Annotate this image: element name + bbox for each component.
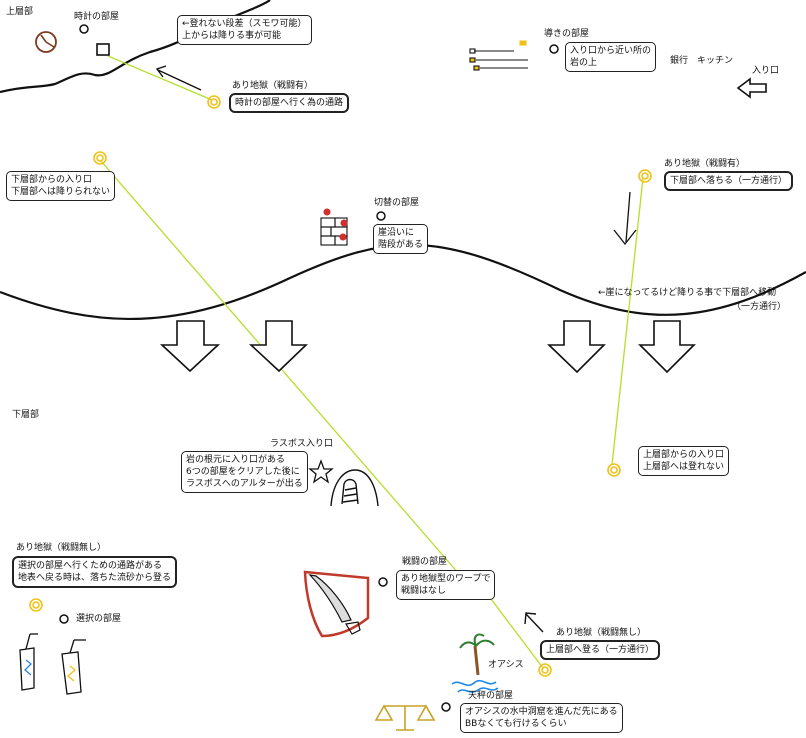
battle-desc-line: 戦闘はなし bbox=[401, 586, 447, 596]
left-hell-desc-line: 選択の部屋へ行くための通路がある bbox=[18, 561, 163, 571]
down-arrow-icon bbox=[159, 320, 696, 374]
select-room-label: 選択の部屋 bbox=[76, 614, 122, 624]
sand-vortex-icon bbox=[607, 463, 621, 477]
room-marker-guide bbox=[549, 44, 559, 54]
cup-icon bbox=[61, 639, 86, 695]
balance-room-label: 天秤の部屋 bbox=[468, 691, 514, 701]
sand-vortex-icon bbox=[638, 169, 652, 183]
upper-entrance-box: 上層部からの入り口 上層部へは登れない bbox=[638, 446, 730, 476]
square-room-icon bbox=[96, 43, 110, 56]
sand-vortex-icon bbox=[93, 151, 107, 165]
room-marker-clock bbox=[79, 24, 89, 34]
oasis-label: オアシス bbox=[488, 660, 524, 670]
balance-scale-icon bbox=[374, 704, 436, 731]
switch-desc-box: 崖沿いに 階段がある bbox=[373, 224, 429, 254]
down-arrow-icon bbox=[613, 191, 637, 246]
warp-line-lower-right bbox=[487, 594, 544, 669]
left-hell-desc-box: 選択の部屋へ行くための通路がある 地表へ戻る時は、落ちた流砂から登る bbox=[12, 556, 178, 588]
right-hell-title: あり地獄（戦闘無し） bbox=[556, 628, 647, 638]
mid-hell-desc-box: 下層部へ落ちる（一方通行） bbox=[664, 171, 794, 191]
upper-entrance-line: 上層部へは登れない bbox=[643, 462, 725, 472]
room-marker-battle bbox=[378, 577, 388, 587]
sand-vortex-icon bbox=[29, 598, 43, 612]
guide-room-sign bbox=[469, 40, 528, 71]
arrow-icon bbox=[524, 612, 544, 633]
bank-kitchen-label: 銀行 キッチン bbox=[670, 56, 734, 66]
upper-hell-title: あり地獄（戦闘有） bbox=[232, 81, 314, 91]
lasboss-entrance-label: ラスボス入り口 bbox=[270, 439, 333, 449]
lasboss-desc-line: 6つの部屋をクリアした後に bbox=[186, 467, 300, 477]
switch-desc-line: 階段がある bbox=[378, 240, 424, 250]
lasboss-desc-box: 岩の根元に入り口がある 6つの部屋をクリアした後に ラスボスへのアルターが出る bbox=[181, 451, 308, 493]
guide-desc-line: 入り口から近い所の bbox=[570, 46, 652, 56]
cliff-note-2: （一方通行） bbox=[732, 302, 787, 312]
balance-desc-line: BBなくても行けるくらい bbox=[465, 719, 567, 729]
star-icon bbox=[308, 459, 334, 484]
balance-desc-line: オアシスの水中洞窟を進んだ先にある bbox=[465, 707, 618, 717]
room-marker-balance bbox=[441, 702, 451, 712]
right-hell-desc: 上層部へ登る（一方通行） bbox=[546, 645, 655, 655]
cliff-note: ←崖になってるけど降りる事で下層部へ移動 bbox=[598, 288, 777, 298]
left-hell-title: あり地獄（戦闘無し） bbox=[16, 543, 107, 553]
balance-desc-box: オアシスの水中洞窟を進んだ先にある BBなくても行けるくらい bbox=[460, 703, 623, 733]
lasboss-desc-line: ラスボスへのアルターが出る bbox=[186, 479, 303, 489]
warp-line-diagonal bbox=[99, 159, 467, 583]
guide-desc-line: 岩の上 bbox=[570, 58, 598, 68]
rock-cave-icon bbox=[330, 469, 379, 507]
upper-hell-desc-box: 時計の部屋へ行く為の通路 bbox=[229, 93, 350, 113]
entrance-label: 入り口 bbox=[752, 66, 780, 76]
terrain-wave-line bbox=[0, 243, 806, 321]
left-hell-desc-line: 地表へ戻る時は、落ちた流砂から登る bbox=[18, 573, 172, 583]
lasboss-desc-line: 岩の根元に入り口がある bbox=[186, 455, 286, 465]
entrance-arrow-icon bbox=[736, 77, 767, 99]
lower-entrance-box: 下層部からの入り口 下層部へは降りられない bbox=[6, 171, 116, 201]
lower-entrance-line: 下層部へは降りられない bbox=[11, 187, 111, 197]
warp-line-right bbox=[611, 177, 644, 466]
warp-line-clock bbox=[107, 55, 213, 101]
upper-area-label: 上層部 bbox=[6, 7, 34, 17]
guide-desc-box: 入り口から近い所の 岩の上 bbox=[565, 42, 657, 72]
sand-vortex-icon bbox=[538, 663, 552, 677]
step-note-line: 上からは降りる事が可能 bbox=[182, 31, 282, 41]
room-marker-switch bbox=[376, 211, 386, 221]
battle-desc-box: あり地獄型のワープで 戦闘はなし bbox=[396, 570, 496, 600]
switch-room-label: 切替の部屋 bbox=[374, 198, 420, 208]
sand-vortex-icon bbox=[207, 95, 221, 109]
step-note-line: ←登れない段差（スモワ可能） bbox=[182, 19, 307, 29]
battle-room-label: 戦闘の部屋 bbox=[402, 557, 448, 567]
upper-ground-line bbox=[0, 0, 271, 94]
upper-entrance-line: 上層部からの入り口 bbox=[643, 450, 725, 460]
lower-area-label: 下層部 bbox=[12, 410, 40, 420]
right-hell-desc-box: 上層部へ登る（一方通行） bbox=[540, 640, 661, 660]
room-marker-select bbox=[59, 614, 69, 624]
step-note-box: ←登れない段差（スモワ可能） 上からは降りる事が可能 bbox=[177, 15, 312, 45]
switch-desc-line: 崖沿いに bbox=[378, 228, 415, 238]
cup-icon bbox=[19, 633, 38, 691]
battle-desc-line: あり地獄型のワープで bbox=[401, 574, 491, 584]
upper-hell-desc: 時計の部屋へ行く為の通路 bbox=[235, 98, 344, 108]
clock-room-label: 時計の部屋 bbox=[74, 12, 120, 22]
shield-icon bbox=[303, 570, 370, 638]
palm-tree-icon bbox=[451, 633, 499, 693]
mid-hell-desc: 下層部へ落ちる（一方通行） bbox=[670, 176, 788, 186]
wall-icon bbox=[320, 208, 348, 246]
arrow-icon bbox=[155, 65, 202, 91]
clock-icon bbox=[35, 31, 57, 53]
guide-room-label: 導きの部屋 bbox=[544, 29, 590, 39]
lower-entrance-line: 下層部からの入り口 bbox=[11, 175, 93, 185]
mid-hell-title: あり地獄（戦闘有） bbox=[664, 159, 746, 169]
